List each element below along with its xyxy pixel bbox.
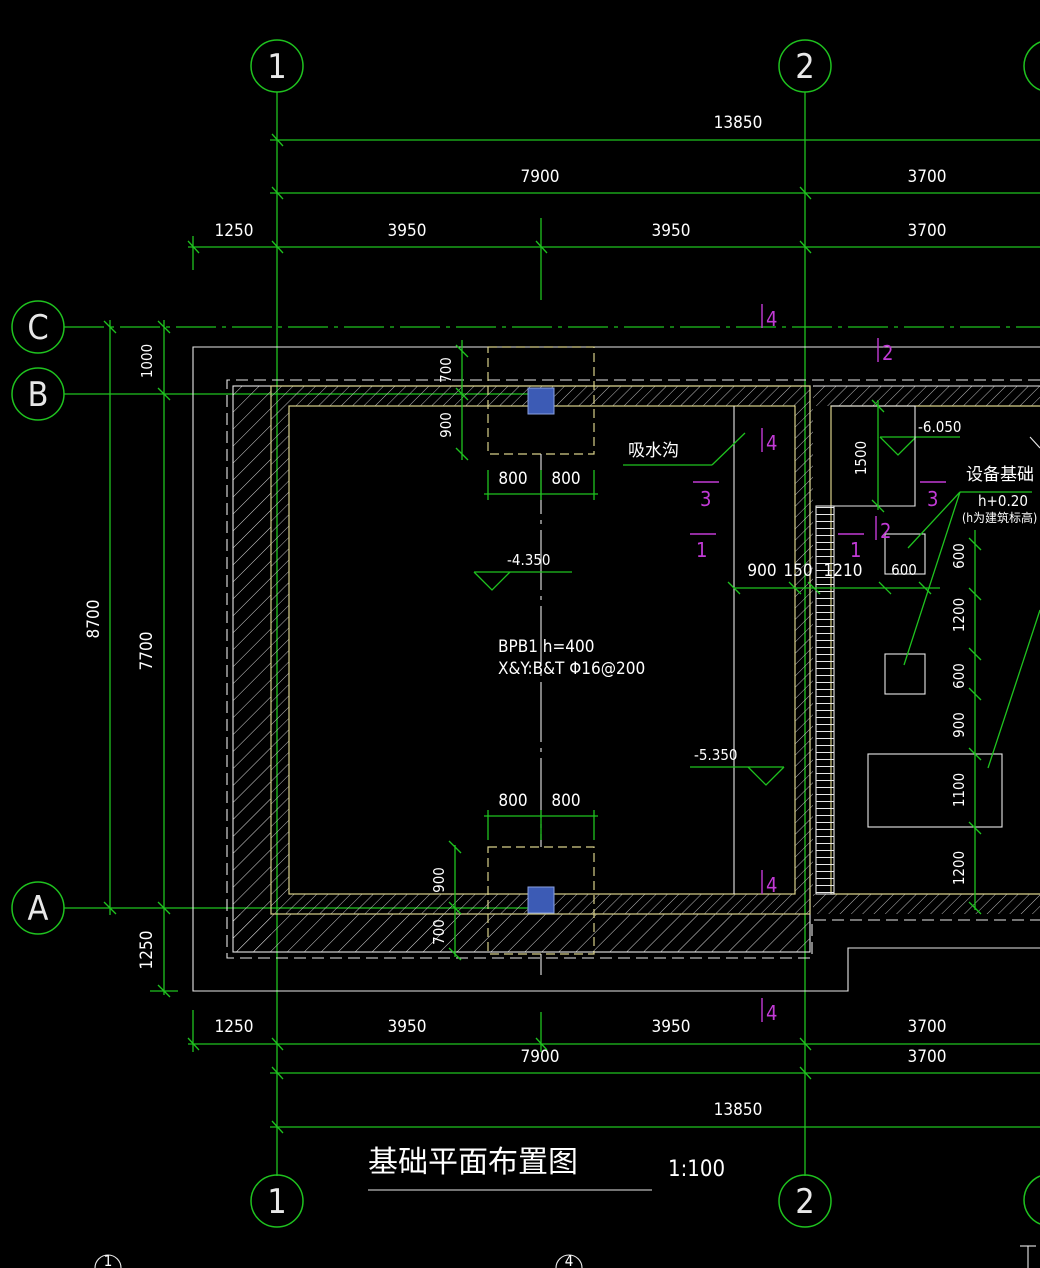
right-room bbox=[727, 399, 1040, 915]
dim-pit-700-top: 700 bbox=[437, 357, 455, 383]
section-4-top: 4 bbox=[766, 307, 777, 331]
section-marks: 4 2 4 3 1 3 2 1 4 4 bbox=[690, 304, 946, 1025]
dim-right-900-v: 900 bbox=[950, 712, 968, 738]
dim-right-1500: 1500 bbox=[852, 441, 870, 475]
drawing-title: 基础平面布置图 bbox=[368, 1145, 578, 1180]
bottom-dimensions bbox=[187, 1010, 1040, 1134]
pit-dimensions bbox=[448, 340, 598, 961]
dim-bot-3950-a: 3950 bbox=[388, 1017, 427, 1037]
section-4-mid: 4 bbox=[766, 431, 777, 455]
svg-text:1: 1 bbox=[104, 1252, 113, 1268]
dim-top-3700-b: 3700 bbox=[908, 221, 947, 241]
level-mark-right: -6.050 bbox=[879, 418, 962, 456]
dim-bot-3950-b: 3950 bbox=[652, 1017, 691, 1037]
dim-pit-800-top-l: 800 bbox=[498, 469, 527, 489]
dim-top-total: 13850 bbox=[714, 113, 763, 133]
dim-right-600-a: 600 bbox=[950, 543, 968, 569]
left-dimensions bbox=[103, 320, 178, 998]
dim-top-1250: 1250 bbox=[215, 221, 254, 241]
footer-bubble-4: 4 bbox=[555, 1252, 583, 1268]
axis-bubble-3-partial bbox=[1023, 41, 1040, 91]
axis-label-1: 1 bbox=[267, 47, 286, 87]
dim-left-7700: 7700 bbox=[137, 632, 157, 671]
sump-label: 吸水沟 bbox=[623, 432, 746, 466]
dim-bot-1250: 1250 bbox=[215, 1017, 254, 1037]
axis-bubble-1-bottom: 1 bbox=[250, 1174, 304, 1228]
dim-right-600-b: 600 bbox=[950, 663, 968, 689]
dim-top-3700: 3700 bbox=[908, 167, 947, 187]
axis-label-2: 2 bbox=[795, 47, 814, 87]
grid-lines bbox=[64, 92, 1040, 1176]
axis-label-A: A bbox=[28, 889, 49, 929]
equip-base-note: (h为建筑标高) bbox=[962, 510, 1037, 525]
level-mark-main: -4.350 bbox=[473, 551, 572, 591]
dim-pit-800-bot-l: 800 bbox=[498, 791, 527, 811]
dim-pit-800-top-r: 800 bbox=[551, 469, 580, 489]
axis-bubble-1-top: 1 bbox=[250, 39, 304, 93]
column-bottom bbox=[527, 886, 555, 914]
equip-base-label: 设备基础 bbox=[966, 465, 1034, 485]
dim-bot-7900: 7900 bbox=[521, 1047, 560, 1067]
level-low-text: -5.350 bbox=[694, 746, 738, 764]
dim-right-900: 900 bbox=[747, 561, 776, 581]
column-top bbox=[527, 387, 555, 415]
slab-note-1: BPB1 h=400 bbox=[498, 637, 595, 657]
section-3-b: 3 bbox=[927, 487, 938, 511]
section-4-bottom: 4 bbox=[766, 1001, 777, 1025]
level-main-text: -4.350 bbox=[507, 551, 551, 569]
dim-right-1200-b: 1200 bbox=[950, 851, 968, 885]
ladder bbox=[816, 506, 834, 894]
drawing-scale: 1:100 bbox=[668, 1157, 725, 1182]
level-right-text: -6.050 bbox=[918, 418, 962, 436]
section-1-b: 1 bbox=[850, 538, 861, 562]
axis-bubble-2-bottom: 2 bbox=[778, 1174, 832, 1228]
dim-top-3950-b: 3950 bbox=[652, 221, 691, 241]
dim-left-1000: 1000 bbox=[138, 344, 156, 378]
section-1-a: 1 bbox=[696, 538, 707, 562]
dim-left-8700: 8700 bbox=[84, 600, 104, 639]
axis-bubble-A: A bbox=[11, 881, 65, 935]
dim-right-150: 150 bbox=[783, 561, 812, 581]
section-2-mid: 2 bbox=[880, 519, 891, 543]
dim-right-1100: 1100 bbox=[950, 773, 968, 807]
equip-base-height: h+0.20 bbox=[978, 492, 1028, 510]
axis-bubble-B: B bbox=[11, 367, 65, 421]
dim-pit-900-bot: 900 bbox=[430, 867, 448, 893]
axis-bubble-2-top: 2 bbox=[778, 39, 832, 93]
svg-text:1: 1 bbox=[267, 1182, 286, 1222]
dim-pit-900-top: 900 bbox=[437, 412, 455, 438]
footer-bubble-1: 1 bbox=[94, 1252, 122, 1268]
dim-pit-800-bot-r: 800 bbox=[551, 791, 580, 811]
axis-label-B: B bbox=[28, 375, 49, 415]
svg-text:4: 4 bbox=[565, 1252, 574, 1268]
dim-right-600: 600 bbox=[891, 561, 917, 579]
dim-right-1200-a: 1200 bbox=[950, 598, 968, 632]
section-3-a: 3 bbox=[700, 487, 711, 511]
section-4-low: 4 bbox=[766, 873, 777, 897]
axis-label-C: C bbox=[27, 308, 48, 348]
sump-text: 吸水沟 bbox=[628, 441, 679, 461]
dim-bot-3700-b: 3700 bbox=[908, 1047, 947, 1067]
axis-bubble-C: C bbox=[11, 300, 65, 354]
dim-bot-total: 13850 bbox=[714, 1100, 763, 1120]
top-dimensions bbox=[187, 133, 1040, 300]
dim-right-1210: 1210 bbox=[824, 561, 863, 581]
section-2-top: 2 bbox=[882, 341, 893, 365]
svg-text:2: 2 bbox=[795, 1182, 814, 1222]
slab-note-2: X&Y:B&T Φ16@200 bbox=[498, 659, 645, 679]
dim-top-3950-a: 3950 bbox=[388, 221, 427, 241]
axis-bubble-3-bottom-partial bbox=[1023, 1175, 1040, 1225]
dim-top-7900: 7900 bbox=[521, 167, 560, 187]
foundation-outline bbox=[192, 346, 1040, 992]
dim-bot-3700-a: 3700 bbox=[908, 1017, 947, 1037]
dim-pit-700-bot: 700 bbox=[430, 919, 448, 945]
dim-left-1250: 1250 bbox=[137, 931, 157, 970]
level-mark-low: -5.350 bbox=[690, 746, 785, 786]
